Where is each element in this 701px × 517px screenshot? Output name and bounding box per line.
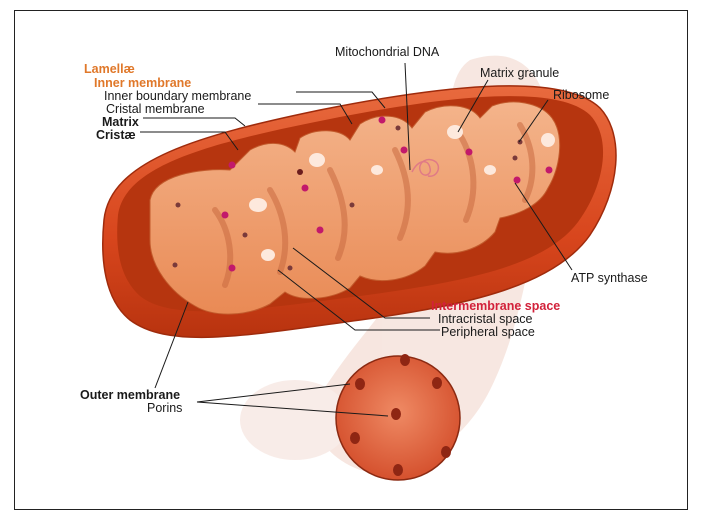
label-matrix: Matrix: [102, 115, 139, 129]
label-intermembrane-space: Intermembrane space: [431, 299, 560, 313]
label-mitochondrial-dna: Mitochondrial DNA: [335, 45, 440, 59]
label-peripheral-space: Peripheral space: [441, 325, 535, 339]
label-cristal-membrane: Cristal membrane: [106, 102, 205, 116]
label-porins: Porins: [147, 401, 182, 415]
label-matrix-granule: Matrix granule: [480, 66, 559, 80]
label-intracristal-space: Intracristal space: [438, 312, 533, 326]
label-lamellae: Lamellæ: [84, 62, 135, 76]
porin: [432, 377, 442, 389]
porin: [350, 432, 360, 444]
label-ribosome: Ribosome: [553, 88, 609, 102]
label-outer-membrane: Outer membrane: [80, 388, 180, 402]
porin: [441, 446, 451, 458]
porin: [400, 354, 410, 366]
label-inner-boundary-membrane: Inner boundary membrane: [104, 89, 251, 103]
label-atp-synthase: ATP synthase: [571, 271, 648, 285]
porin: [355, 378, 365, 390]
label-cristae: Cristæ: [96, 128, 136, 142]
label-inner-membrane: Inner membrane: [94, 76, 191, 90]
zoom-outer-membrane: [336, 354, 460, 480]
porin: [393, 464, 403, 476]
porin: [391, 408, 401, 420]
